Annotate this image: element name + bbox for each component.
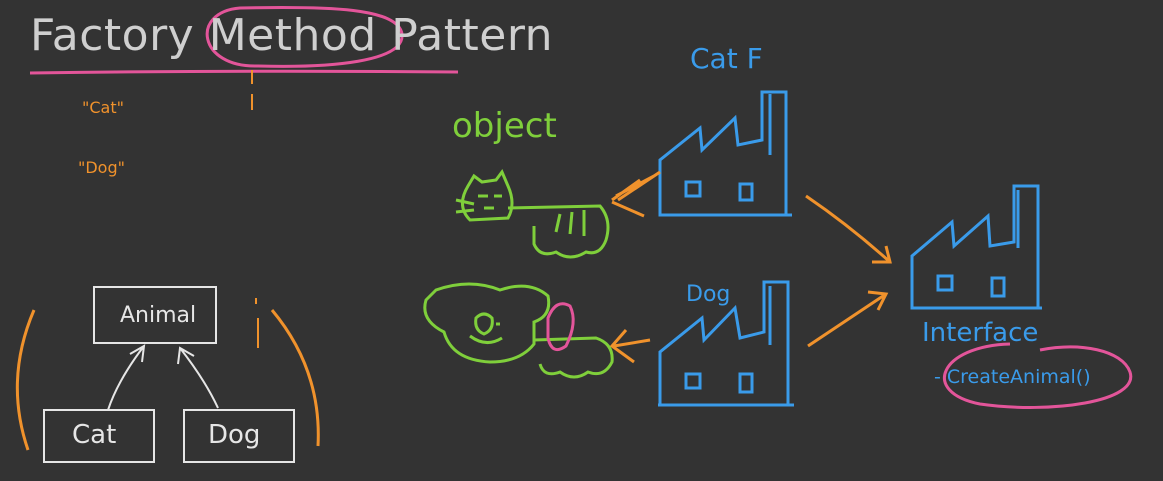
right-bracket — [270, 309, 320, 447]
method-highlight-ellipse — [205, 5, 404, 68]
cat-inherits-arrow — [107, 344, 146, 411]
cat-factory-icon — [658, 90, 792, 217]
animal-class-label: Animal — [120, 303, 197, 328]
dashed-mark — [255, 298, 259, 348]
cat-factory-label: Cat F — [690, 42, 763, 75]
dog-factory-label: Dog — [686, 282, 731, 307]
dog-class-box — [183, 409, 295, 463]
cat-to-interface-arrow — [805, 194, 892, 264]
title-underline — [29, 69, 459, 75]
cat-object-drawing — [455, 169, 610, 259]
dog-factory-produces-arrow — [609, 329, 651, 364]
dog-object-drawing — [423, 282, 614, 379]
interface-factory-icon — [910, 184, 1042, 310]
dog-factory-icon — [658, 280, 794, 407]
dog-string-literal: "Dog" — [78, 158, 125, 177]
page-title: Factory Method Pattern — [30, 10, 554, 61]
dog-class-label: Dog — [208, 420, 261, 450]
cat-class-box — [43, 409, 155, 463]
create-animal-method-label: - CreateAnimal() — [934, 366, 1091, 388]
cat-class-label: Cat — [72, 420, 117, 450]
dog-inherits-arrow — [177, 346, 219, 409]
method-highlight-oval — [943, 342, 1133, 409]
left-bracket — [15, 309, 36, 451]
animal-class-box — [93, 286, 217, 344]
dog-tail-highlight — [546, 302, 575, 352]
object-label: object — [452, 106, 557, 146]
cat-factory-produces-arrow — [611, 170, 661, 218]
interface-label: Interface — [922, 318, 1039, 348]
cat-string-literal: "Cat" — [82, 98, 124, 117]
dog-to-interface-arrow — [807, 290, 889, 348]
